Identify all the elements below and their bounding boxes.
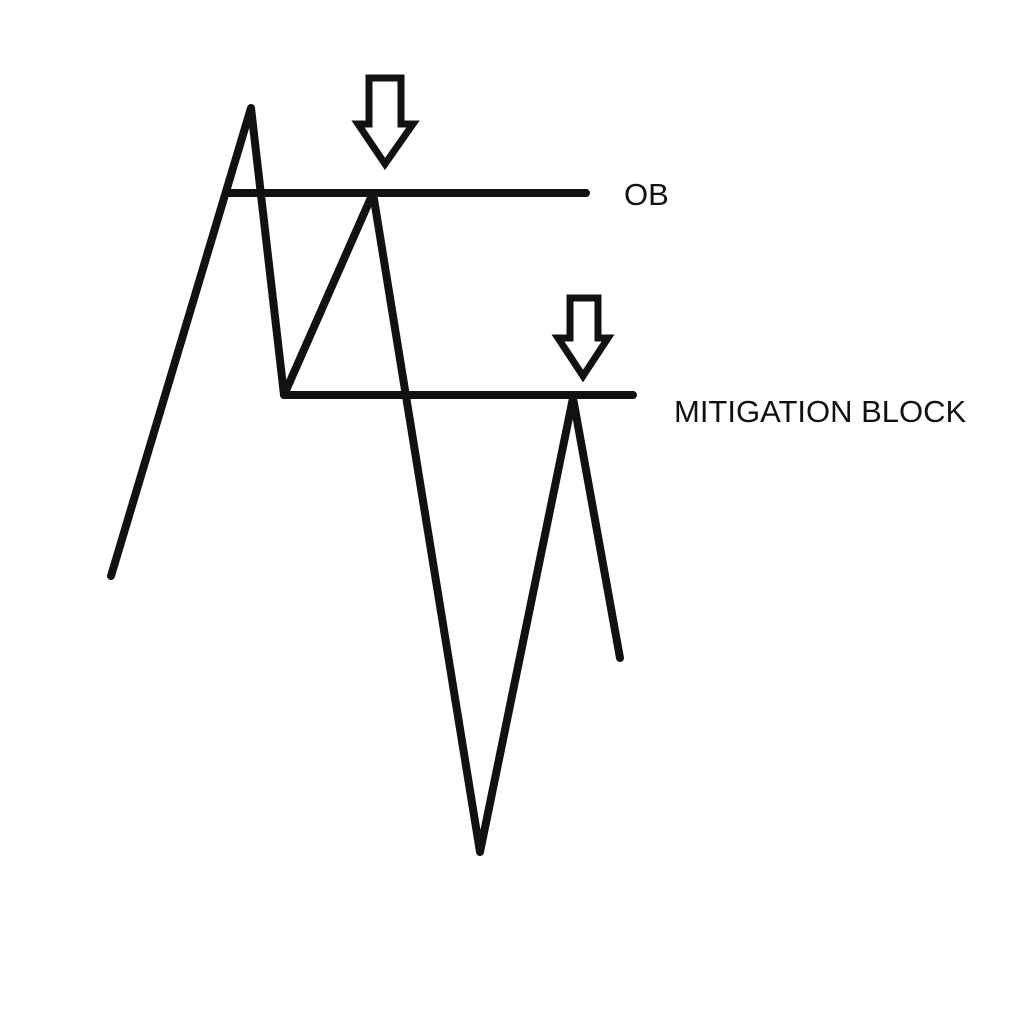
price-path-line: [107, 104, 624, 856]
down-arrow-icon: [551, 294, 615, 383]
order-block-label: OB: [624, 177, 669, 212]
down-arrow-icon: [351, 74, 420, 171]
mitigation-block-label: MITIGATION BLOCK: [674, 394, 967, 429]
